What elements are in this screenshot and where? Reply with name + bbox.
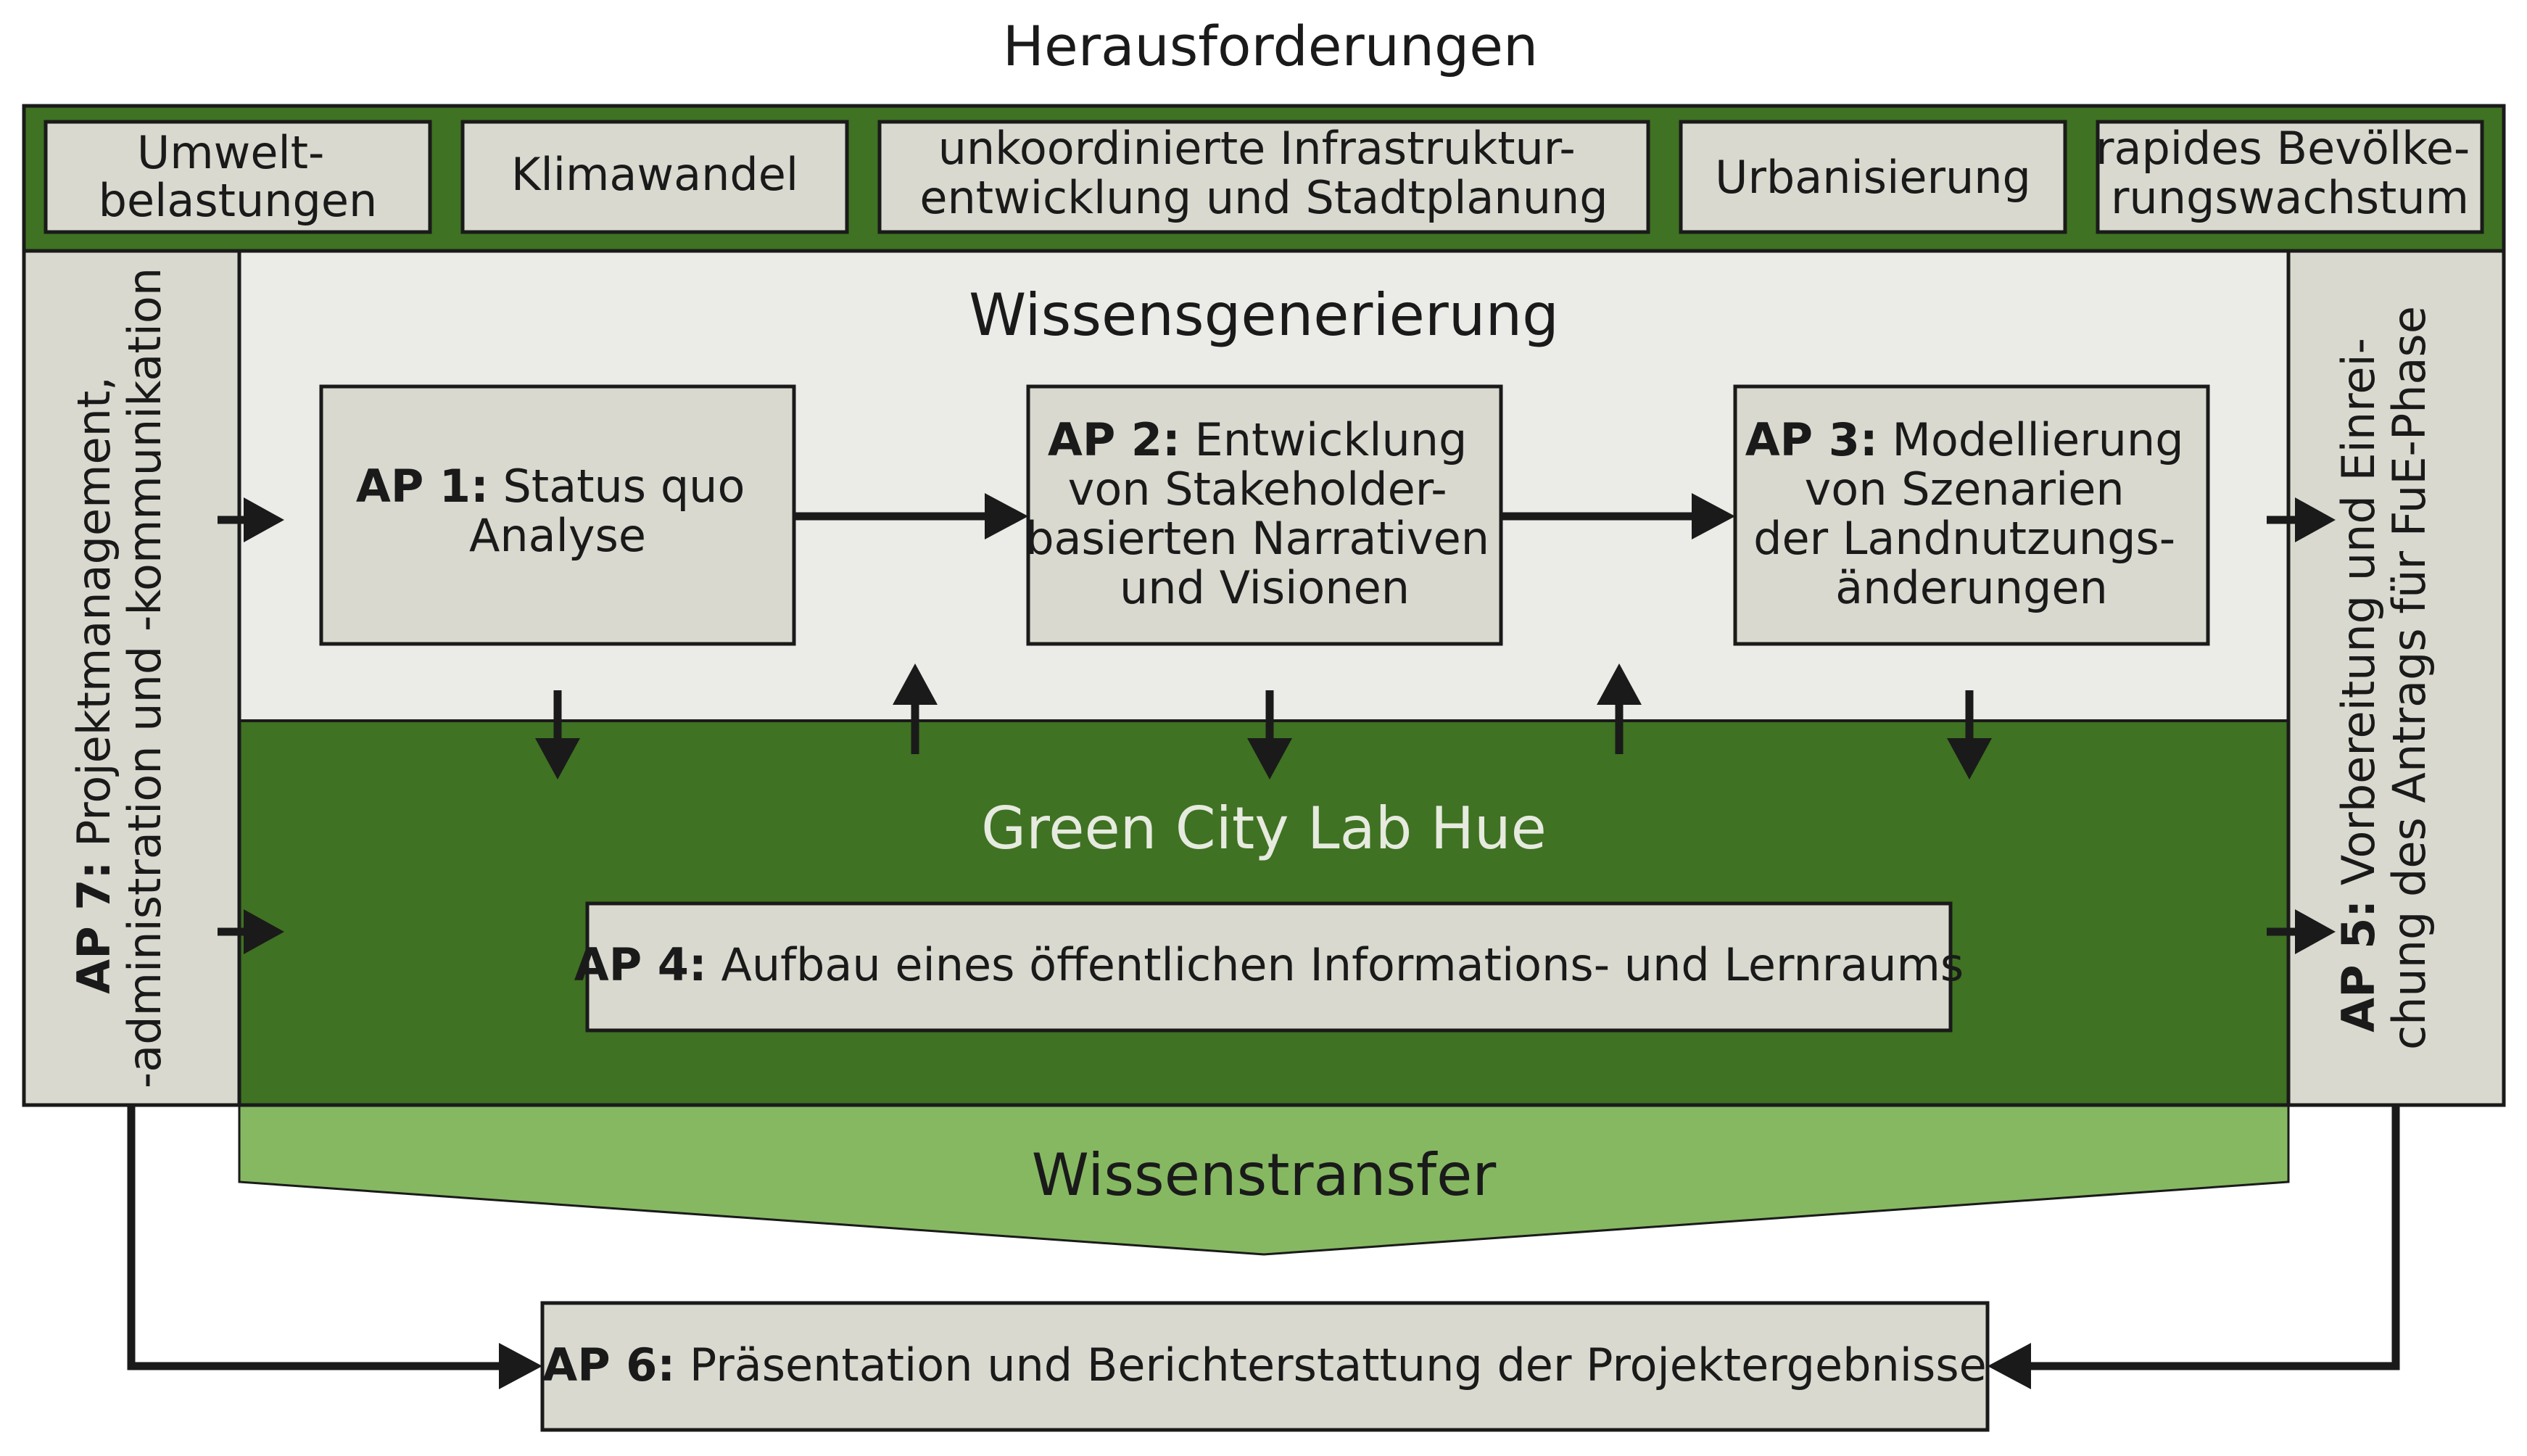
svg-text:AP 2: Entwicklung von St: AP 2: Entwicklung von Stakeholder- basie…: [1025, 413, 1504, 614]
svg-text:Urbanisierung: Urbanisierung: [1715, 151, 2031, 204]
challenge-3-line-0: Urbanisierung: [1715, 151, 2031, 204]
challenge-0-line-0: Umwelt-: [137, 126, 325, 179]
challenge-2-line-1: entwicklung und Stadtplanung: [919, 171, 1608, 224]
challenge-box-0: Umwelt- belastungen: [44, 120, 432, 234]
challenge-2-line-0: unkoordinierte Infrastruktur-: [938, 122, 1576, 175]
ap1-box: AP 1: Status quo Analyse: [319, 384, 796, 646]
lab-label: Green City Lab Hue: [981, 795, 1547, 862]
svg-text:AP 6: Präsentation und Bericht: AP 6: Präsentation und Berichterstattung…: [542, 1339, 1987, 1391]
challenge-0-line-1: belastungen: [99, 174, 378, 227]
ap5-label: AP 5: Vorbereitung und Einrei- chung des…: [2332, 306, 2436, 1050]
challenge-1-line-0: Klimawandel: [511, 148, 798, 201]
arrow-down-ap3: [1947, 690, 1992, 779]
ap2-line-3: und Visionen: [1120, 561, 1410, 614]
ap5-column: [2288, 251, 2504, 1105]
ap6-bold: AP 6:: [542, 1339, 675, 1391]
arrow-up-ap2-ap3: [1597, 663, 1642, 754]
ap2-line-1: von Stakeholder-: [1068, 463, 1447, 516]
ap5-line-0: Vorbereitung und Einrei-: [2332, 338, 2385, 885]
svg-text:AP 3: Modellierung von S: AP 3: Modellierung von Szenarien der Lan…: [1745, 413, 2199, 614]
ap5-bold: AP 5:: [2332, 900, 2385, 1033]
arrow-up-ap1-ap2: [893, 663, 938, 754]
knowledge-transfer-label: Wissenstransfer: [1032, 1141, 1497, 1209]
connector-ap5-to-ap6: [1988, 1105, 2400, 1389]
challenge-box-3: Urbanisierung: [1679, 120, 2067, 234]
svg-text:AP 1: Status quo Analyse: AP 1: Status quo Analyse: [356, 460, 759, 562]
ap3-bold: AP 3:: [1745, 413, 1878, 466]
challenge-4-line-0: rapides Bevölke-: [2096, 122, 2470, 175]
ap4-text: Aufbau eines öffentlichen Informations- …: [721, 938, 1964, 991]
ap7-label: AP 7: Projektmanagement, -administration…: [67, 268, 171, 1088]
challenge-4-line-1: rungswachstum: [2111, 171, 2469, 224]
challenge-box-1: Klimawandel: [460, 120, 849, 234]
ap3-line-1: von Szenarien: [1805, 463, 2125, 516]
arrow-ap7-to-generation: [218, 497, 284, 542]
ap1-line-1: Analyse: [469, 509, 646, 562]
svg-text:unkoordinierte Infrastruktur-: unkoordinierte Infrastruktur- entwicklun…: [919, 122, 1608, 224]
ap1-bold: AP 1:: [356, 460, 489, 513]
ap7-line-0: Projektmanagement,: [67, 376, 120, 847]
arrow-ap7-to-lab: [218, 909, 284, 954]
ap3-line-2: der Landnutzungs-: [1753, 512, 2175, 565]
connector-ap7-to-ap6: [127, 1105, 542, 1389]
diagram-title: Herausforderungen: [1003, 14, 1538, 78]
ap4-bold: AP 4:: [574, 938, 707, 991]
ap6-text: Präsentation und Berichterstattung der P…: [690, 1339, 1987, 1391]
ap2-bold: AP 2:: [1048, 413, 1180, 466]
arrow-down-ap2: [1247, 690, 1292, 779]
ap2-line-2: basierten Narrativen: [1025, 512, 1489, 565]
arrow-generation-to-ap5: [2267, 497, 2336, 542]
svg-text:rapides Bevölke- rungswa: rapides Bevölke- rungswachstum: [2096, 122, 2484, 224]
ap4-box: AP 4: Aufbau eines öffentlichen Informat…: [574, 901, 1964, 1033]
ap3-line-0: Modellierung: [1892, 413, 2183, 466]
ap6-box: AP 6: Präsentation und Berichterstattung…: [540, 1301, 1990, 1432]
ap5-line-1: chung des Antrags für FuE-Phase: [2383, 306, 2436, 1050]
challenge-box-2: unkoordinierte Infrastruktur- entwicklun…: [877, 120, 1650, 234]
svg-text:Klimawandel: Klimawandel: [511, 148, 798, 201]
svg-text:AP 4: Aufbau eines öffentliche: AP 4: Aufbau eines öffentlichen Informat…: [574, 938, 1964, 991]
challenge-box-4: rapides Bevölke- rungswachstum: [2096, 120, 2484, 234]
ap1-line-0: Status quo: [503, 460, 745, 513]
ap7-column: [24, 251, 239, 1105]
ap2-line-0: Entwicklung: [1195, 413, 1468, 466]
knowledge-generation-label: Wissensgenerierung: [969, 281, 1559, 349]
ap7-bold: AP 7:: [67, 861, 120, 994]
svg-text:Umwelt- belastungen: Umwelt- belastungen: [99, 126, 378, 227]
ap3-box: AP 3: Modellierung von Szenarien der Lan…: [1733, 384, 2210, 646]
arrow-down-ap1: [535, 690, 580, 779]
ap7-line-1: -administration und -kommunikation: [118, 268, 171, 1088]
arrow-lab-to-ap5: [2267, 909, 2336, 954]
arrow-ap1-ap2: [794, 493, 1028, 539]
main-frame: [22, 249, 2506, 1107]
ap2-box: AP 2: Entwicklung von Stakeholder- basie…: [1025, 384, 1504, 646]
arrow-ap2-ap3: [1501, 493, 1735, 539]
ap3-line-3: änderungen: [1835, 561, 2108, 614]
